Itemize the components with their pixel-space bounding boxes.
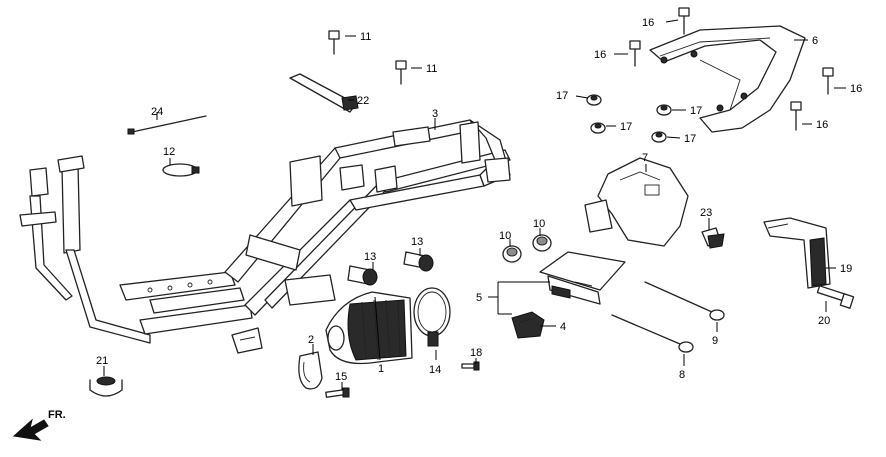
callout-14: 14 — [429, 364, 441, 376]
leader-lines — [103, 19, 846, 390]
callout-10-left: 10 — [499, 230, 511, 242]
callout-21: 21 — [96, 355, 108, 367]
damper-13-upper — [403, 251, 434, 272]
rubber-bushing — [89, 376, 123, 397]
bolt-16-d — [790, 101, 802, 131]
grommet-10-left — [502, 245, 522, 263]
direction-label: FR. — [48, 409, 66, 421]
callout-17-d: 17 — [684, 133, 696, 145]
callout-19: 19 — [840, 263, 852, 275]
callout-6: 6 — [812, 35, 818, 47]
callout-16-b: 16 — [594, 49, 606, 61]
callout-16-c: 16 — [850, 83, 862, 95]
callout-12: 12 — [163, 146, 175, 158]
cable-tie-24 — [127, 115, 207, 135]
callout-labels: 1 2 3 4 5 6 7 8 9 10 10 11 11 12 13 13 1… — [96, 17, 862, 383]
callout-1: 1 — [378, 363, 384, 375]
nut-17-c — [590, 122, 606, 134]
damper-13-lower — [347, 265, 378, 286]
callout-10-right: 10 — [533, 218, 545, 230]
rear-carrier-rack — [649, 25, 806, 133]
callout-7: 7 — [642, 152, 648, 164]
grommet-10-right — [532, 234, 552, 252]
callout-8: 8 — [679, 369, 685, 381]
callout-3: 3 — [432, 108, 438, 120]
nut-17-b — [656, 104, 672, 116]
bolt-11-b — [395, 60, 407, 85]
callout-22: 22 — [357, 95, 369, 107]
rear-bracket-19 — [763, 217, 831, 289]
callout-23: 23 — [700, 207, 712, 219]
callout-16-a: 16 — [642, 17, 654, 29]
band-clamp — [413, 287, 451, 347]
nut-17-a — [586, 94, 602, 106]
battery-bracket-assembly — [539, 251, 626, 305]
callout-2: 2 — [308, 334, 314, 346]
long-bolt-9 — [644, 281, 725, 321]
callout-13-upper: 13 — [411, 236, 423, 248]
callout-9: 9 — [712, 335, 718, 347]
callout-5: 5 — [476, 292, 482, 304]
push-clip — [701, 227, 725, 249]
callout-4: 4 — [560, 321, 566, 333]
strap-bracket-22 — [289, 73, 359, 113]
callout-24: 24 — [151, 106, 163, 118]
nut-17-d — [651, 131, 667, 143]
long-bolt-8 — [611, 314, 694, 353]
screw-18 — [461, 361, 480, 371]
bolt-11-a — [328, 30, 340, 55]
callout-11-bottom: 11 — [426, 63, 437, 75]
bolt-16-b — [629, 40, 641, 67]
bolt-15 — [325, 387, 350, 398]
callout-11-top: 11 — [360, 31, 371, 43]
front-direction-arrow: FR. — [12, 409, 66, 441]
air-intake-boot — [325, 291, 413, 365]
rubber-block-4 — [511, 311, 545, 339]
hose-clamp-12 — [162, 163, 200, 177]
heat-shield-plate — [584, 157, 689, 247]
bolt-20 — [816, 285, 855, 309]
hose-clamp-small — [298, 351, 323, 390]
callout-13-lower: 13 — [364, 251, 376, 263]
callout-17-a: 17 — [556, 90, 568, 102]
callout-17-b: 17 — [690, 105, 702, 117]
main-frame — [19, 119, 511, 354]
callout-16-d: 16 — [816, 119, 828, 131]
bolt-16-a — [678, 7, 690, 35]
callout-18: 18 — [470, 347, 482, 359]
callout-20: 20 — [818, 315, 830, 327]
callout-15: 15 — [335, 371, 347, 383]
callout-17-c: 17 — [620, 121, 632, 133]
bolt-16-c — [822, 67, 834, 95]
